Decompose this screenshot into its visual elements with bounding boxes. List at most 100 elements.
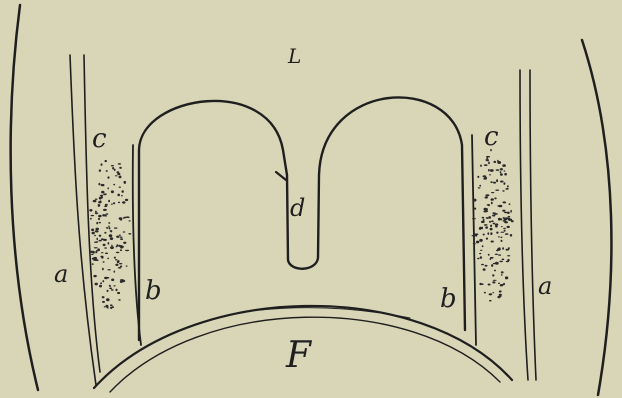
stipple-dot — [507, 226, 510, 228]
stipple-dot — [116, 244, 118, 246]
stipple-dot — [491, 220, 494, 222]
stipple-dot — [126, 265, 128, 266]
stipple-dot — [100, 256, 103, 257]
stipple-dot — [498, 236, 500, 237]
stipple-dot — [123, 242, 126, 244]
stipple-dot — [91, 215, 95, 216]
stipple-dot — [105, 253, 108, 255]
stipple-dot — [116, 236, 119, 238]
stipple-dot — [486, 157, 488, 159]
stipple-dot — [510, 210, 512, 213]
stipple-dot — [474, 233, 477, 236]
stipple-dot — [122, 280, 126, 283]
stipple-dot — [503, 220, 507, 222]
stipple-dot — [99, 285, 102, 288]
stipple-dot — [508, 247, 510, 249]
stipple-dot — [499, 290, 502, 292]
stipple-dot — [490, 181, 492, 183]
stipple-dot — [488, 169, 490, 172]
stipple-dot — [484, 292, 486, 294]
stipple-dot — [483, 234, 485, 236]
stipple-dot — [505, 276, 508, 279]
stipple-dot — [94, 242, 97, 243]
stipple-dot — [90, 218, 92, 220]
stipple-dot — [493, 263, 495, 265]
stipple-dot — [481, 264, 484, 266]
stipple-dot — [118, 245, 121, 247]
stipple-dot — [98, 204, 100, 207]
stipple-dot — [98, 183, 100, 186]
stipple-dot — [481, 221, 485, 223]
stipple-dot — [492, 292, 494, 293]
stipple-dot — [478, 187, 481, 188]
stipple-dot — [479, 185, 481, 187]
stipple-dot — [503, 283, 505, 285]
stipple-dot — [107, 269, 110, 270]
label-c-left: c — [92, 126, 107, 152]
stipple-dot — [486, 156, 490, 158]
stipple-dot — [493, 161, 496, 163]
stipple-dot — [501, 226, 503, 227]
label-a-left: a — [54, 262, 68, 286]
stipple-dot — [125, 250, 129, 251]
stipple-dot — [110, 246, 114, 249]
stipple-dot — [113, 184, 115, 186]
stipple-dot — [107, 176, 109, 178]
stipple-dot — [490, 225, 492, 228]
stipple-dot — [488, 284, 491, 286]
stipple-dot — [110, 304, 113, 306]
stipple-dot — [499, 248, 501, 250]
stipple-dot — [479, 253, 481, 254]
stipple-dot — [101, 163, 103, 166]
stipple-dot — [489, 221, 491, 223]
stipple-dot — [496, 250, 498, 252]
stipple-dot — [509, 203, 511, 205]
stipple-dot — [116, 252, 120, 253]
stipple-dot — [489, 300, 492, 302]
stipple-dot — [114, 169, 116, 172]
label-top: L — [288, 46, 301, 66]
stipple-dot — [480, 256, 482, 259]
stipple-dot — [490, 232, 492, 235]
label-b-right: b — [440, 286, 457, 312]
stipple-dot — [95, 228, 99, 231]
stipple-dot — [120, 238, 123, 240]
stipple-dot — [474, 208, 476, 210]
stipple-dot — [507, 259, 509, 261]
stipple-dot — [500, 181, 504, 183]
stipple-dot — [113, 285, 115, 286]
stipple-dot — [104, 232, 106, 234]
stipple-dot — [488, 204, 490, 206]
stipple-dot — [488, 254, 490, 256]
stipple-dot — [122, 201, 125, 203]
stipple-dot — [112, 306, 114, 308]
stipple-dot — [491, 264, 493, 267]
stipple-dot — [111, 245, 113, 246]
stipple-dot — [499, 218, 502, 220]
d-notch-mark — [276, 172, 286, 180]
stipple-dot — [91, 229, 94, 232]
stipple-dot — [114, 227, 118, 228]
stipple-dot — [93, 200, 97, 202]
stipple-dot — [119, 217, 123, 219]
stipple-dot — [479, 227, 481, 229]
stipple-dot — [101, 252, 104, 253]
stipple-dot — [118, 163, 121, 165]
stipple-dot — [99, 197, 102, 200]
stipple-dot — [114, 257, 116, 259]
stipple-dot — [109, 234, 113, 237]
stipple-dot — [104, 306, 106, 307]
stipple-dot — [505, 188, 508, 190]
stipple-dot — [101, 191, 104, 194]
stipple-dot — [103, 244, 106, 246]
stipple-dot — [480, 250, 483, 251]
stipple-dot — [115, 175, 118, 176]
stipple-dot — [477, 176, 479, 178]
stipple-dot — [111, 204, 113, 205]
stipple-dot — [104, 206, 107, 208]
stipple-dot — [486, 238, 488, 240]
stipple-dot — [495, 223, 499, 225]
stipple-dot — [500, 171, 502, 173]
stipple-dot — [485, 196, 488, 198]
